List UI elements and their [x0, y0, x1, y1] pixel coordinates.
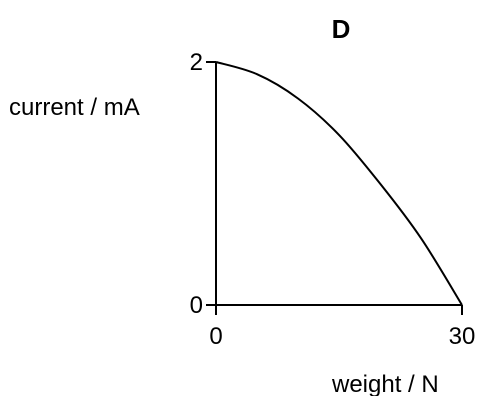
x-tick-label: 0: [209, 323, 222, 350]
series-layer: [215, 61, 463, 306]
y-tick-label: 2: [190, 49, 203, 76]
y-tick-label: 0: [190, 292, 203, 319]
x-axis-label: weight / N: [331, 371, 439, 396]
x-tick-label: 30: [449, 323, 476, 350]
series-line: [215, 61, 463, 306]
y-axis-label: current / mA: [9, 94, 140, 121]
chart-title: D: [332, 14, 351, 44]
ticks-layer: 0 2 0 30: [190, 49, 476, 350]
